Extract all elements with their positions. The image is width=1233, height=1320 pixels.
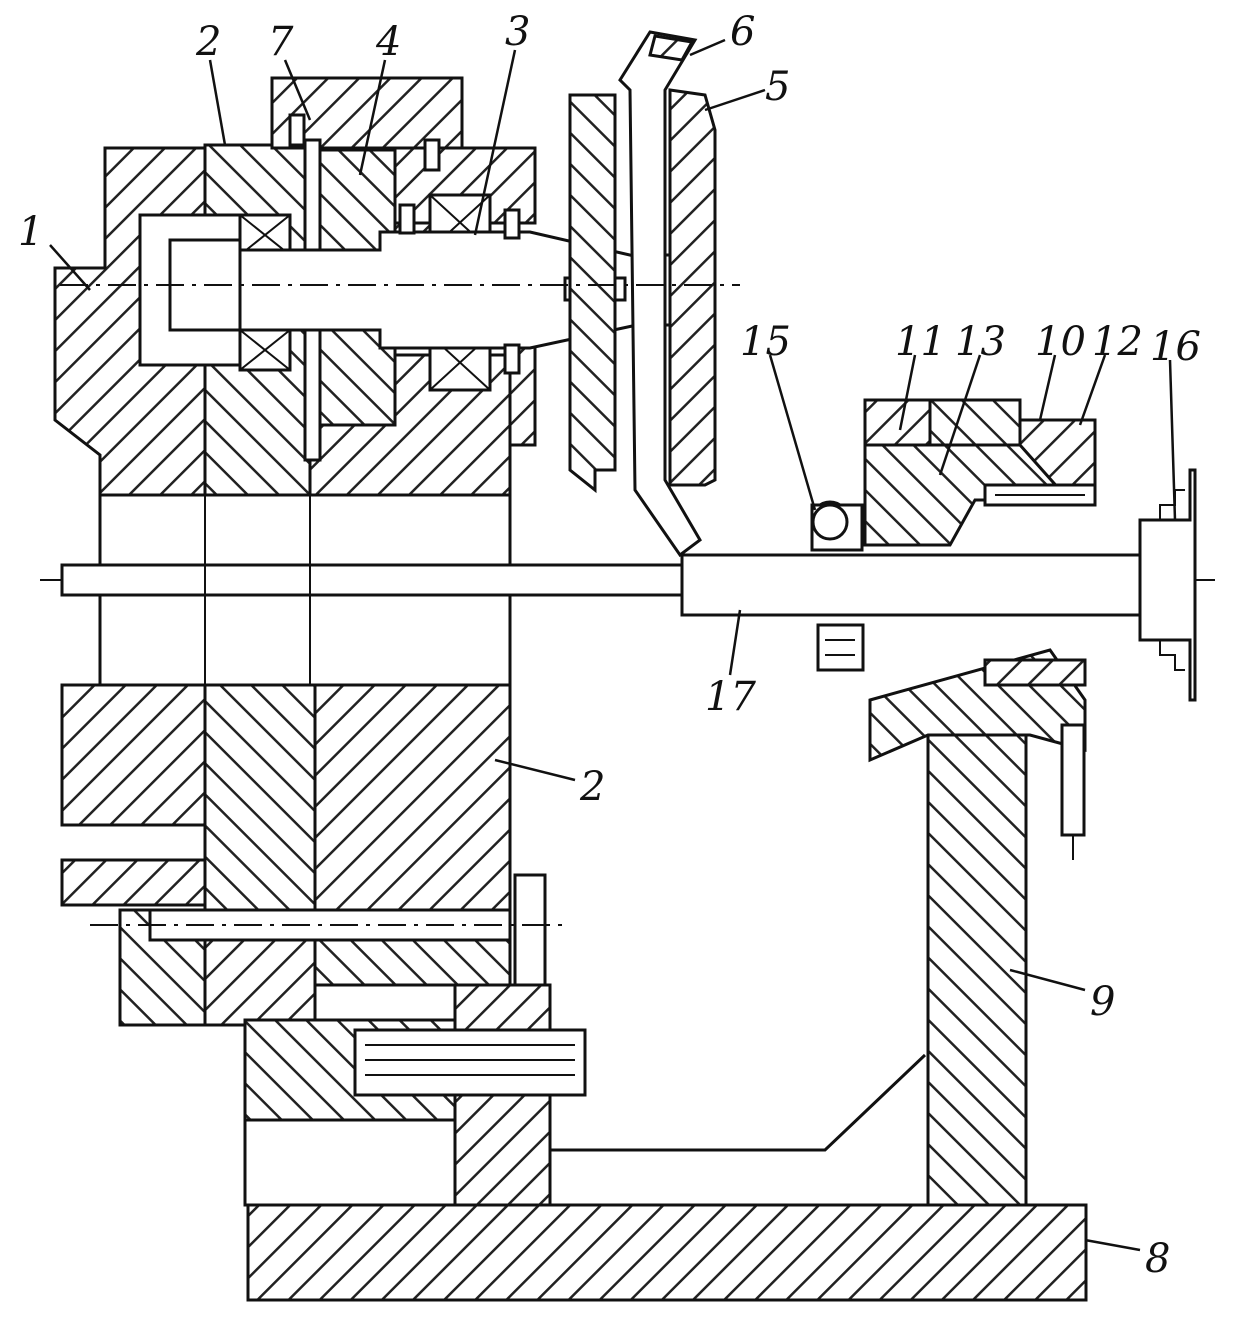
label-3: 3	[505, 9, 530, 55]
label-2-side: 2	[579, 764, 605, 810]
label-10: 10	[1035, 319, 1086, 365]
lever-6	[618, 30, 702, 558]
bracket-9	[868, 648, 1087, 1207]
assembly-10-13	[863, 398, 1097, 547]
shaft-17	[680, 553, 1194, 617]
label-8: 8	[1145, 1236, 1170, 1282]
fixture-lower	[816, 623, 1087, 860]
leader-lines	[49, 38, 1177, 1252]
part-labels: 1 2 7 4 3 6 5 15 11 13 10 12 16 17 2 9 8	[18, 9, 1201, 1282]
label-12: 12	[1092, 319, 1143, 365]
label-13: 13	[955, 319, 1006, 365]
label-1: 1	[18, 209, 43, 255]
pin-15	[810, 500, 864, 552]
label-4: 4	[375, 19, 401, 65]
label-5: 5	[765, 64, 790, 110]
label-15: 15	[740, 319, 791, 365]
chuck-16	[1138, 468, 1197, 702]
label-11: 11	[895, 319, 946, 365]
label-17: 17	[705, 674, 756, 720]
lower-bolt	[90, 908, 570, 942]
lower-support	[243, 873, 927, 1207]
label-2-top: 2	[195, 19, 221, 65]
lower-housing	[60, 683, 512, 1027]
label-16: 16	[1150, 324, 1201, 370]
label-7: 7	[268, 19, 294, 65]
label-6: 6	[730, 9, 755, 55]
rod	[60, 493, 684, 687]
label-9: 9	[1090, 979, 1115, 1025]
seals	[288, 113, 521, 375]
base-plate-8	[246, 1203, 1088, 1302]
disk-5	[568, 88, 717, 494]
